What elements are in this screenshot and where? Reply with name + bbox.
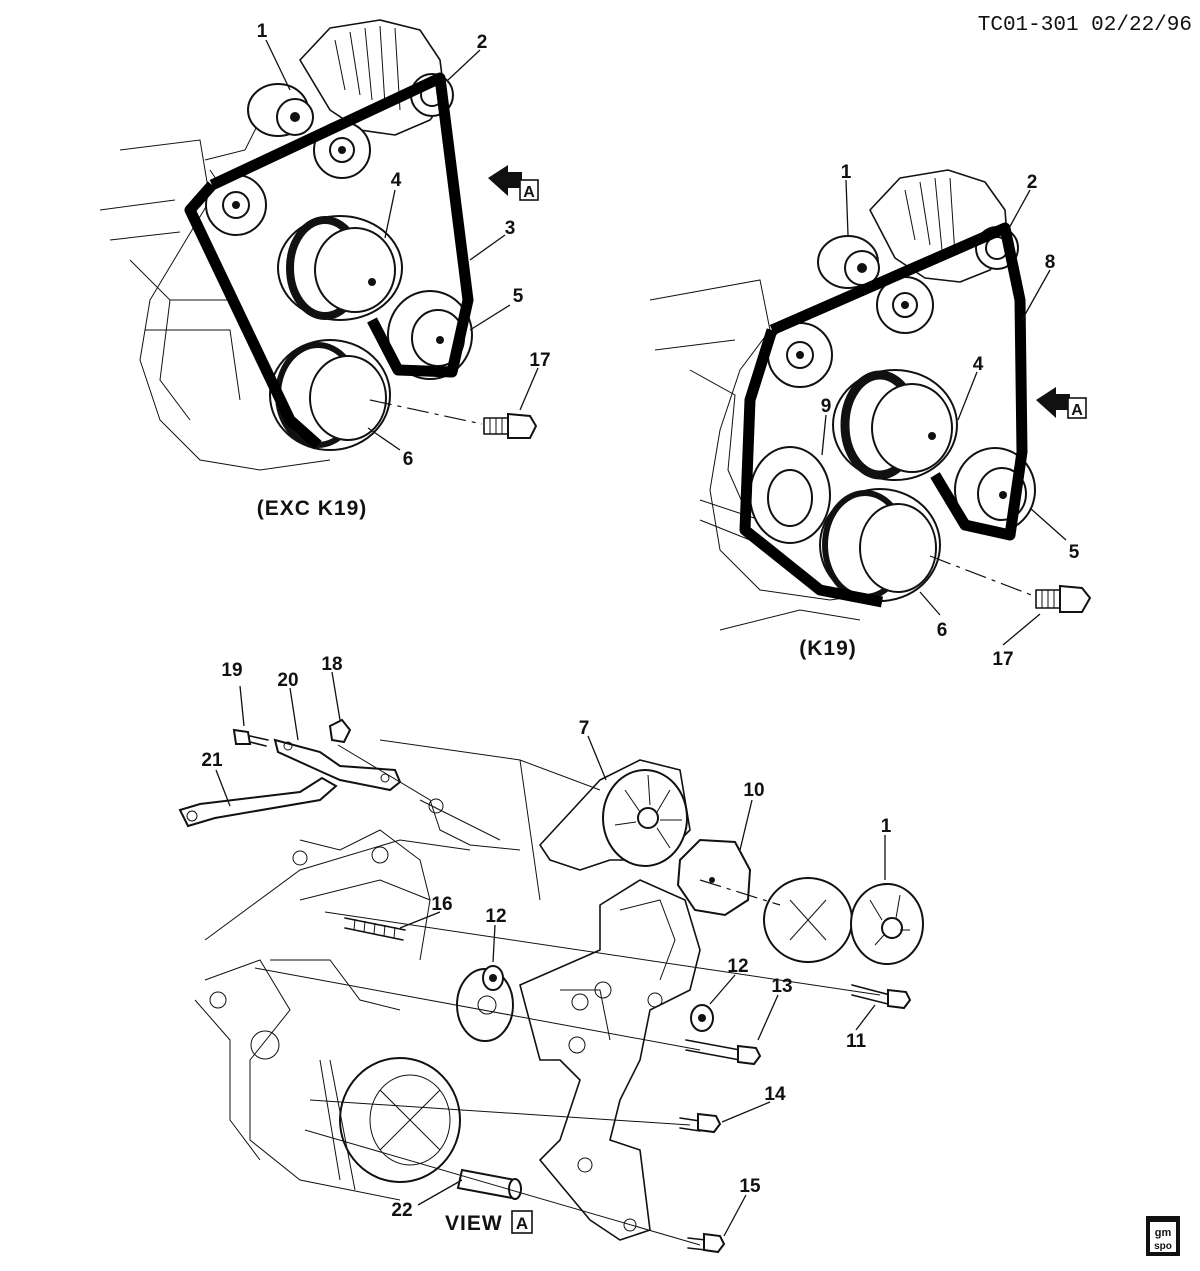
- callout-2-v2: 2: [1027, 172, 1038, 193]
- clip-20-v3: [273, 738, 402, 792]
- callout-12a-v3: 12: [485, 906, 506, 927]
- callout-17-v2: 17: [992, 649, 1013, 670]
- callout-2-v1: 2: [477, 32, 488, 53]
- callout-7-v3: 7: [579, 718, 590, 739]
- callout-8-v2: 8: [1045, 252, 1056, 273]
- callout-21-v3: 21: [201, 750, 223, 771]
- bolt-11-v3: [851, 984, 912, 1010]
- view-a-letter-box: [511, 1210, 533, 1234]
- view-a-exploded: 19 20 18 21 7 10 1 16 12 12 13 11 14 15 …: [178, 654, 924, 1254]
- bracket-21-v3: [178, 776, 338, 828]
- bolt-14-v3: [679, 1112, 722, 1134]
- drive-belt-v1: [184, 72, 474, 450]
- callout-20-v3: 20: [277, 670, 298, 691]
- callout-5-v2: 5: [1069, 542, 1080, 563]
- spacer-12a-v3: [482, 965, 504, 991]
- caption-view-a-letter: A: [516, 1214, 528, 1233]
- bolt-19-v3: [232, 728, 269, 747]
- callout-1-v1: 1: [257, 21, 268, 42]
- gm-spo-logo: gm spo: [1146, 1216, 1180, 1256]
- view-a-arrow-v1: [488, 165, 522, 196]
- caption-exc-k19: (EXC K19): [257, 497, 368, 520]
- callout-18-v3: 18: [321, 654, 342, 675]
- view-k19: A 1 2 8 4 9 5 6 17 (K19): [649, 162, 1092, 670]
- callout-11-v3: 11: [846, 1031, 867, 1052]
- callout-12b-v3: 12: [727, 956, 748, 977]
- callout-1-v3: 1: [881, 816, 892, 837]
- callout-9-v2: 9: [821, 396, 832, 417]
- callout-1-v2: 1: [841, 162, 852, 183]
- idler-pulley-v2: [876, 276, 934, 334]
- callout-14-v3: 14: [764, 1084, 786, 1105]
- ac-compressor-pulley-v2: [749, 446, 831, 544]
- tensioner-1-v3: [763, 877, 924, 965]
- callout-22-v3: 22: [391, 1200, 412, 1221]
- crankshaft-pulley-v1: [269, 339, 391, 451]
- caption-view-a: VIEW: [445, 1212, 503, 1235]
- callout-3-v1: 3: [505, 218, 516, 239]
- tensioner-v2: [817, 235, 880, 289]
- mounting-bracket-v3: [519, 879, 701, 1241]
- harmonic-balancer-v3: [339, 1057, 461, 1183]
- callout-15-v3: 15: [739, 1176, 761, 1197]
- backing-plate-10-v3: [676, 838, 752, 917]
- view-a-box-v2: A: [1071, 402, 1083, 419]
- callout-4-v1: 4: [391, 170, 402, 191]
- idler-pulley-7-v3: [602, 769, 688, 867]
- view-a-arrow-v2: [1036, 387, 1070, 418]
- sleeve-22-v3: [456, 1168, 522, 1200]
- callout-17-v1: 17: [529, 350, 550, 371]
- drawing-code: TC01-301 02/22/96: [978, 14, 1192, 37]
- water-pump-pulley-v1: [277, 215, 403, 321]
- callout-16-v3: 16: [431, 894, 452, 915]
- bolt-15-v3: [687, 1232, 726, 1254]
- svg-text:gm: gm: [1155, 1227, 1172, 1239]
- svg-text:spo: spo: [1154, 1241, 1172, 1252]
- callout-5-v1: 5: [513, 286, 524, 307]
- bolt-13-v3: [685, 1039, 762, 1066]
- caption-k19: (K19): [799, 637, 857, 660]
- callout-6-v1: 6: [403, 449, 414, 470]
- callout-6-v2: 6: [937, 620, 948, 641]
- tensioner-v1: [247, 83, 314, 137]
- callout-4-v2: 4: [973, 354, 984, 375]
- spacer-12b-v3: [690, 1004, 714, 1032]
- crankshaft-pulley-v2: [819, 488, 941, 602]
- callout-19-v3: 19: [221, 660, 242, 681]
- stud-16-v3: [344, 917, 406, 941]
- drive-belt-v2: [739, 222, 1028, 608]
- nut-18-v3: [328, 718, 352, 744]
- callout-10-v3: 10: [743, 780, 764, 801]
- water-pump-pulley-v2: [832, 369, 958, 481]
- bolt-17-v1: [483, 412, 538, 439]
- callout-13-v3: 13: [771, 976, 792, 997]
- view-exc-k19: A 1 2 3 4 5 17 6 (EXC K19): [99, 19, 551, 520]
- bolt-17-v2: [1035, 584, 1092, 613]
- view-a-box-v1: A: [523, 184, 535, 201]
